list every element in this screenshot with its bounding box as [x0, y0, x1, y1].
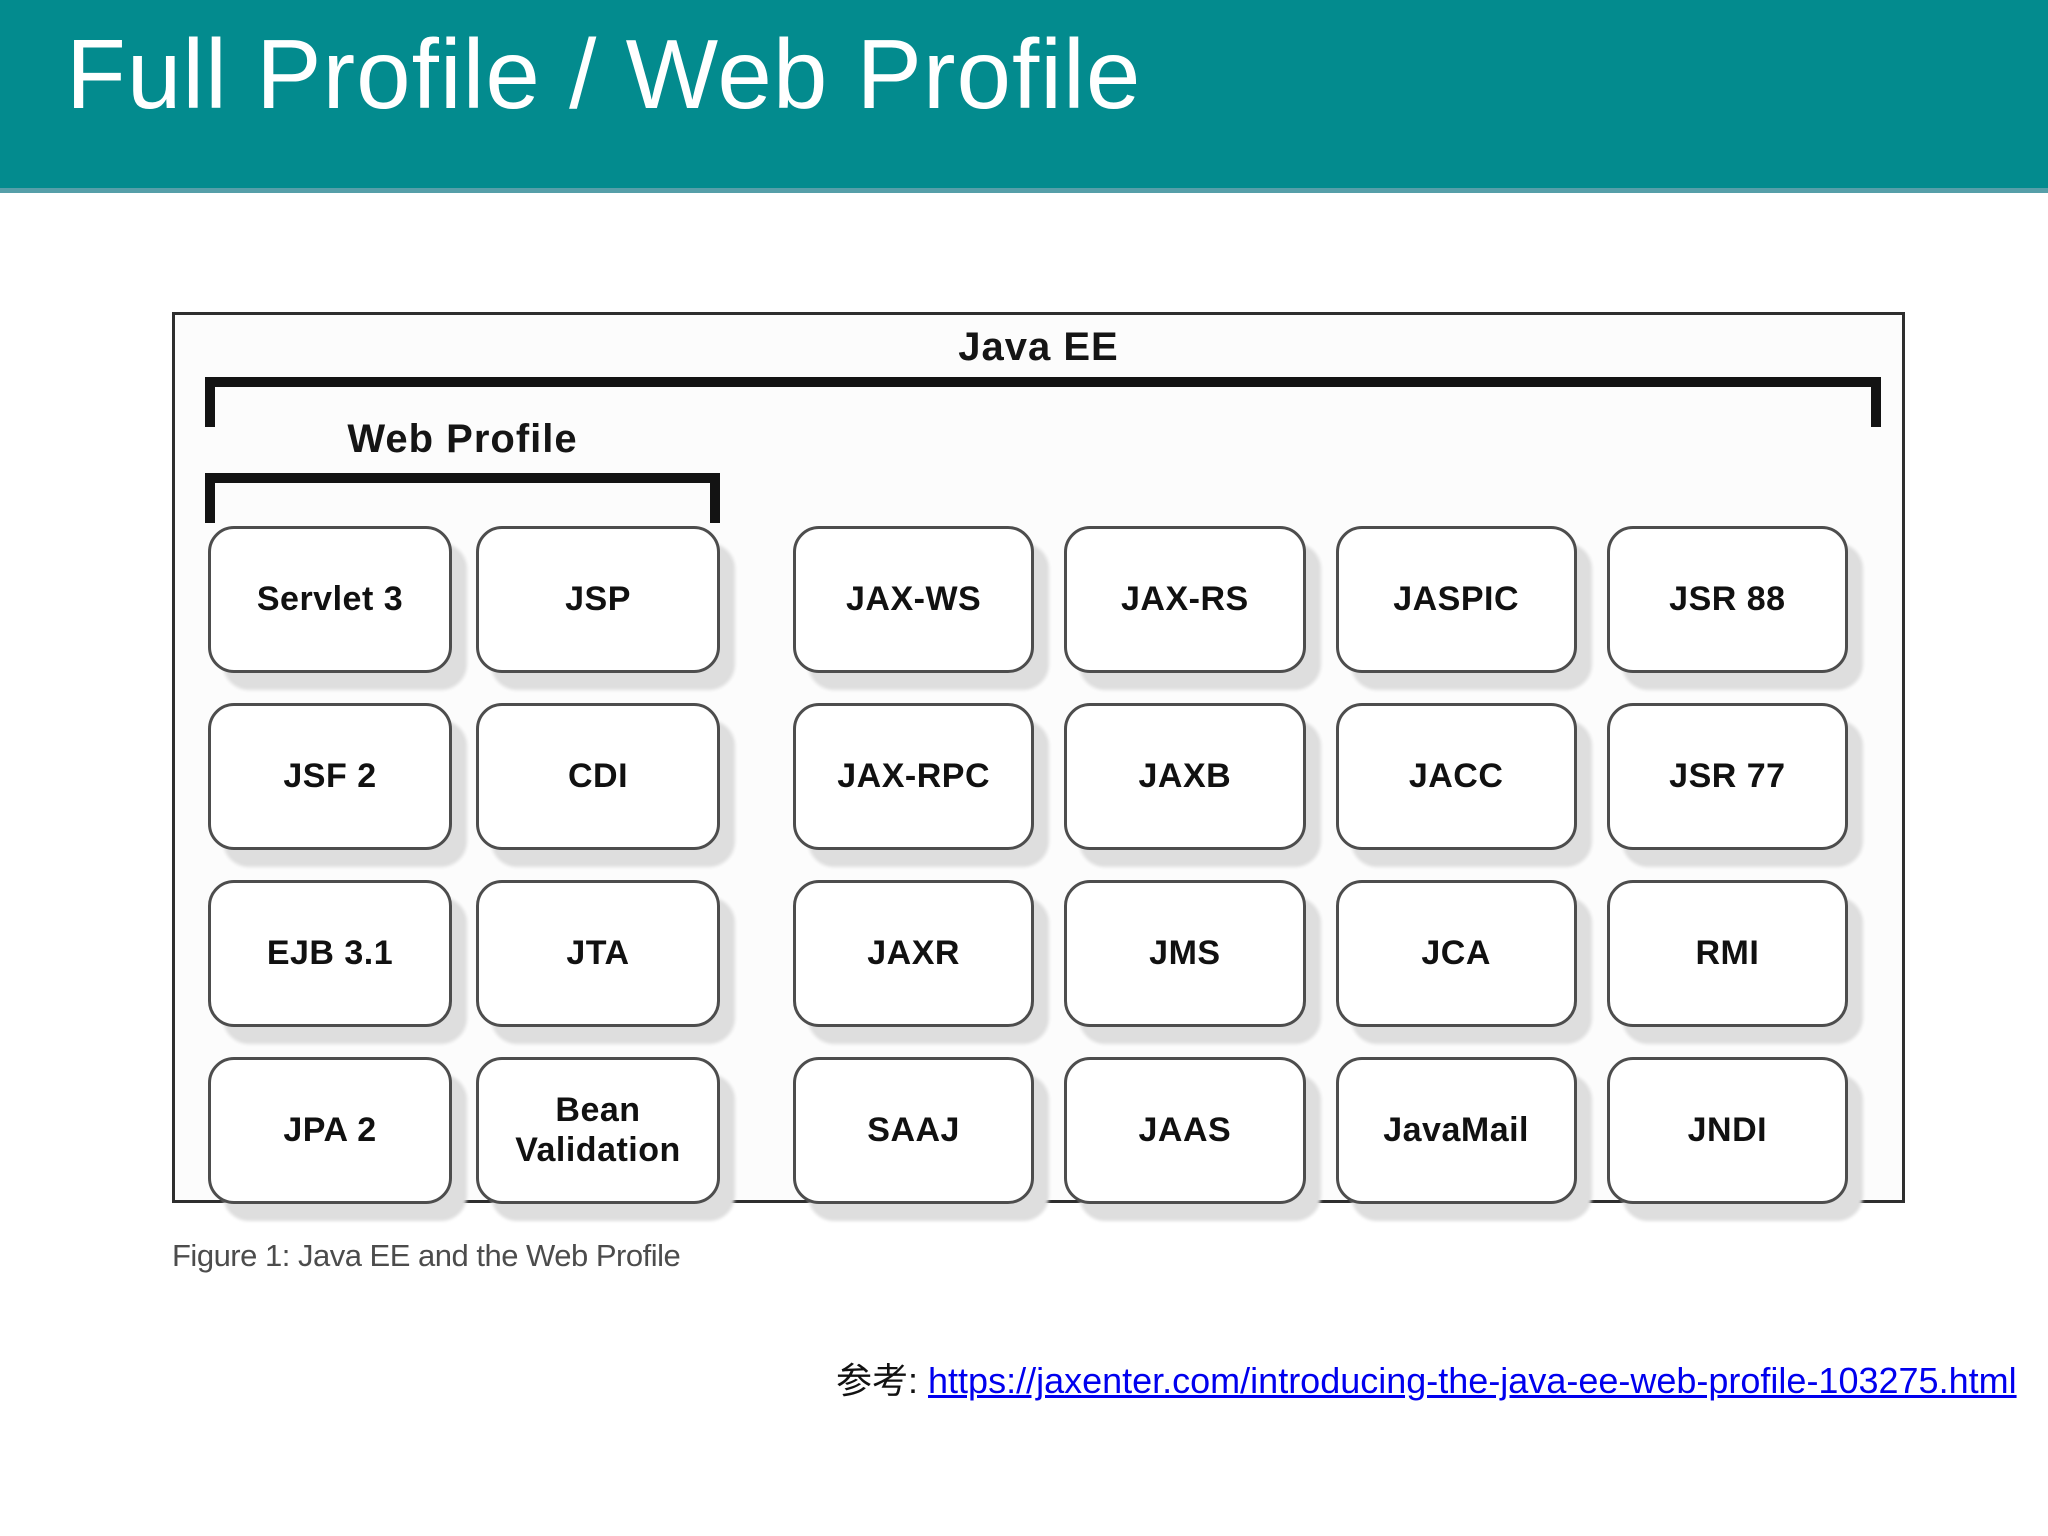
spec-box: JPA 2 — [208, 1057, 452, 1204]
spec-box: EJB 3.1 — [208, 880, 452, 1027]
slide-header: Full Profile / Web Profile — [0, 0, 2048, 193]
spec-box: JAXB — [1064, 703, 1306, 850]
spec-box: JSR 88 — [1606, 526, 1848, 673]
java-ee-figure: Java EE Web Profile Servlet 3 JSP JSF 2 … — [172, 312, 1905, 1204]
spec-box: Servlet 3 — [208, 526, 452, 673]
spec-box: JTA — [476, 880, 720, 1027]
spec-box: JAX-WS — [793, 526, 1035, 673]
spec-box: JSP — [476, 526, 720, 673]
spec-box: JAXR — [793, 880, 1035, 1027]
spec-box: JAAS — [1064, 1057, 1306, 1204]
reference-label: 参考: — [836, 1360, 929, 1401]
spec-box: Bean Validation — [476, 1057, 720, 1204]
spec-box: JSR 77 — [1606, 703, 1848, 850]
page-title: Full Profile / Web Profile — [66, 19, 1142, 129]
reference-link[interactable]: https://jaxenter.com/introducing-the-jav… — [928, 1360, 2017, 1401]
reference-line: 参考: https://jaxenter.com/introducing-the… — [836, 1352, 2017, 1404]
spec-box: SAAJ — [793, 1057, 1035, 1204]
web-profile-bracket — [205, 473, 720, 523]
spec-box: RMI — [1606, 880, 1848, 1027]
spec-box: JAX-RS — [1064, 526, 1306, 673]
web-profile-label: Web Profile — [347, 417, 578, 461]
spec-box: CDI — [476, 703, 720, 850]
web-profile-grid: Servlet 3 JSP JSF 2 CDI EJB 3.1 JTA JPA … — [208, 526, 720, 1204]
spec-box: JNDI — [1606, 1057, 1848, 1204]
figure-caption: Figure 1: Java EE and the Web Profile — [172, 1238, 681, 1273]
spec-box: JACC — [1335, 703, 1577, 850]
spec-box: JSF 2 — [208, 703, 452, 850]
java-ee-bracket — [205, 377, 1881, 427]
java-ee-label: Java EE — [958, 325, 1119, 369]
spec-box: JavaMail — [1335, 1057, 1577, 1204]
spec-box: JAX-RPC — [793, 703, 1035, 850]
spec-box: JASPIC — [1335, 526, 1577, 673]
spec-box: JMS — [1064, 880, 1306, 1027]
spec-box: JCA — [1335, 880, 1577, 1027]
full-profile-grid: JAX-WS JAX-RS JASPIC JSR 88 JAX-RPC JAXB… — [793, 526, 1848, 1204]
